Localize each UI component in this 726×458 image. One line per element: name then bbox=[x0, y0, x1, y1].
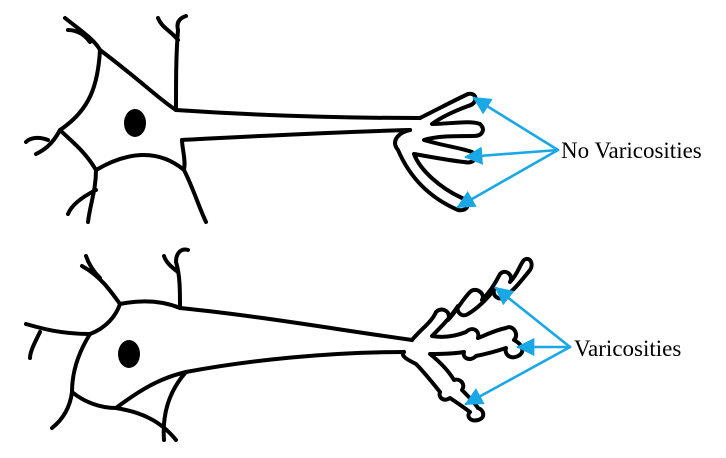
top-neuron-nucleus bbox=[124, 109, 146, 137]
top-arrows bbox=[456, 96, 560, 209]
top-neuron-axon bbox=[174, 108, 422, 142]
bottom-neuron-nucleus bbox=[118, 340, 140, 368]
bottom-neuron-axon-terminal bbox=[401, 257, 534, 423]
bottom-neuron bbox=[24, 247, 534, 442]
top-arrow-1 bbox=[472, 96, 560, 152]
top-arrow-3 bbox=[456, 148, 560, 209]
top-arrow-2 bbox=[464, 146, 560, 165]
top-neuron-soma-lower bbox=[58, 128, 208, 224]
bottom-neuron-axon bbox=[178, 306, 414, 374]
top-neuron-soma-upper bbox=[24, 14, 188, 156]
top-neuron bbox=[24, 14, 485, 224]
bottom-neuron-soma-upper bbox=[24, 247, 190, 360]
top-neuron-axon-terminal bbox=[393, 91, 485, 213]
bottom-neuron-soma-lower bbox=[50, 332, 188, 442]
top-neuron-label: No Varicosities bbox=[561, 138, 702, 163]
bottom-arrow-1 bbox=[494, 286, 572, 349]
bottom-arrows bbox=[464, 286, 572, 406]
bottom-neuron-label: Varicosities bbox=[574, 336, 681, 361]
bottom-arrow-3 bbox=[464, 345, 572, 406]
